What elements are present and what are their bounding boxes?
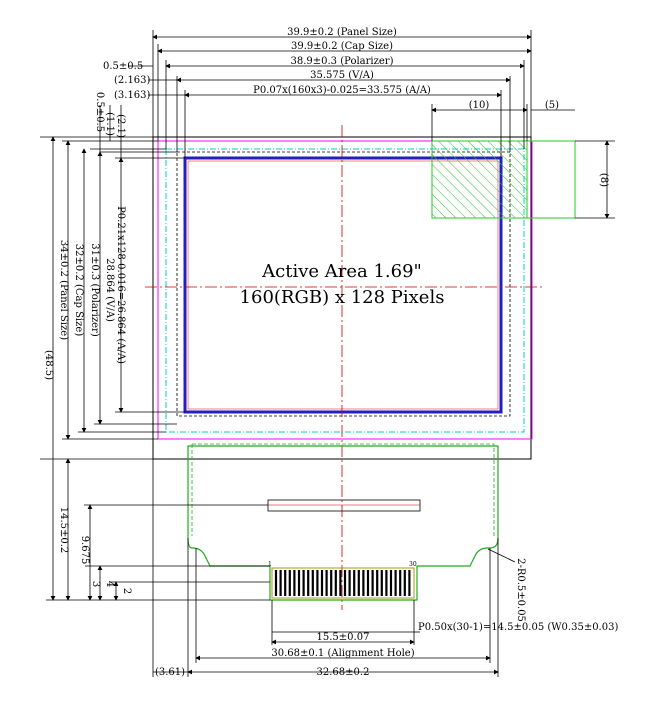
dim-5: (5) — [545, 100, 559, 111]
pin-1-label: 1 — [268, 561, 272, 568]
left-dimensions — [40, 105, 270, 601]
fpc-slot — [267, 499, 421, 512]
dim-v-3: 3 — [90, 581, 101, 587]
dim-radius: 2-R0.5±0.05 — [515, 558, 526, 622]
dim-panel-size: 39.9±0.2 (Panel Size) — [287, 27, 397, 38]
dim-3068: 30.68±0.1 (Alignment Hole) — [271, 648, 414, 659]
dim-aa: P0.07x(160x3)-0.025=33.575 (A/A) — [253, 85, 431, 96]
active-area-pixels: 160(RGB) x 128 Pixels — [240, 287, 445, 308]
dim-155: 15.5±0.07 — [317, 632, 370, 643]
dim-361: (3.61) — [155, 667, 185, 678]
dim-polarizer: 38.9±0.3 (Polarizer) — [291, 56, 394, 67]
cap-outline — [157, 140, 533, 440]
active-area-title: Active Area 1.69" — [261, 261, 422, 282]
fpc-outline — [187, 445, 499, 601]
hatch-region — [431, 140, 528, 219]
fpc-pins — [271, 567, 415, 599]
va-outline — [176, 151, 511, 417]
dim-v-21: (2.1) — [115, 114, 126, 138]
hatch-box — [431, 140, 576, 219]
dim-8: (8) — [598, 173, 609, 187]
dim-v-panel: 34±0.2 (Panel Size) — [58, 240, 69, 340]
dim-v-11: (1.1) — [104, 112, 115, 136]
dim-pitch: P0.50x(30-1)=14.5±0.05 (W0.35±0.03) — [418, 622, 618, 633]
right-dimension — [575, 140, 615, 219]
dim-off-2163: (2.163) — [114, 75, 151, 86]
dim-off-05: 0.5±0.5 — [103, 61, 143, 72]
active-area — [183, 156, 503, 414]
dim-10: (10) — [469, 100, 490, 111]
dim-3268: 32.68±0.2 — [317, 667, 370, 678]
pin-30-label: 30 — [409, 561, 417, 568]
dim-v-2: 2 — [121, 588, 132, 594]
top-dimensions — [128, 30, 575, 158]
dim-va: 35.575 (V/A) — [310, 70, 374, 81]
dim-v-9675: 9.675 — [79, 536, 90, 565]
dim-v-pol: 31±0.3 (Polarizer) — [89, 243, 100, 337]
dim-v-485: (48.5) — [43, 350, 54, 380]
dim-v-4: 4 — [104, 581, 115, 587]
dim-v-va: 28.864 (V/A) — [104, 258, 115, 322]
dim-cap-size: 39.9±0.2 (Cap Size) — [291, 41, 393, 52]
dim-off-3163: (3.163) — [114, 90, 151, 101]
dim-v-05: 0.5±0.5 — [94, 92, 105, 132]
active-area-inner — [187, 160, 499, 410]
fpc-dashed — [191, 443, 495, 536]
polarizer-outline — [165, 148, 525, 433]
dim-v-145: 14.5±0.2 — [58, 507, 69, 554]
bottom-dimensions — [152, 459, 516, 677]
dim-v-aa: P0.21x128-0.016=26.864 (A/A) — [115, 206, 126, 364]
dim-v-cap: 32±0.2 (Cap Size) — [73, 244, 84, 337]
